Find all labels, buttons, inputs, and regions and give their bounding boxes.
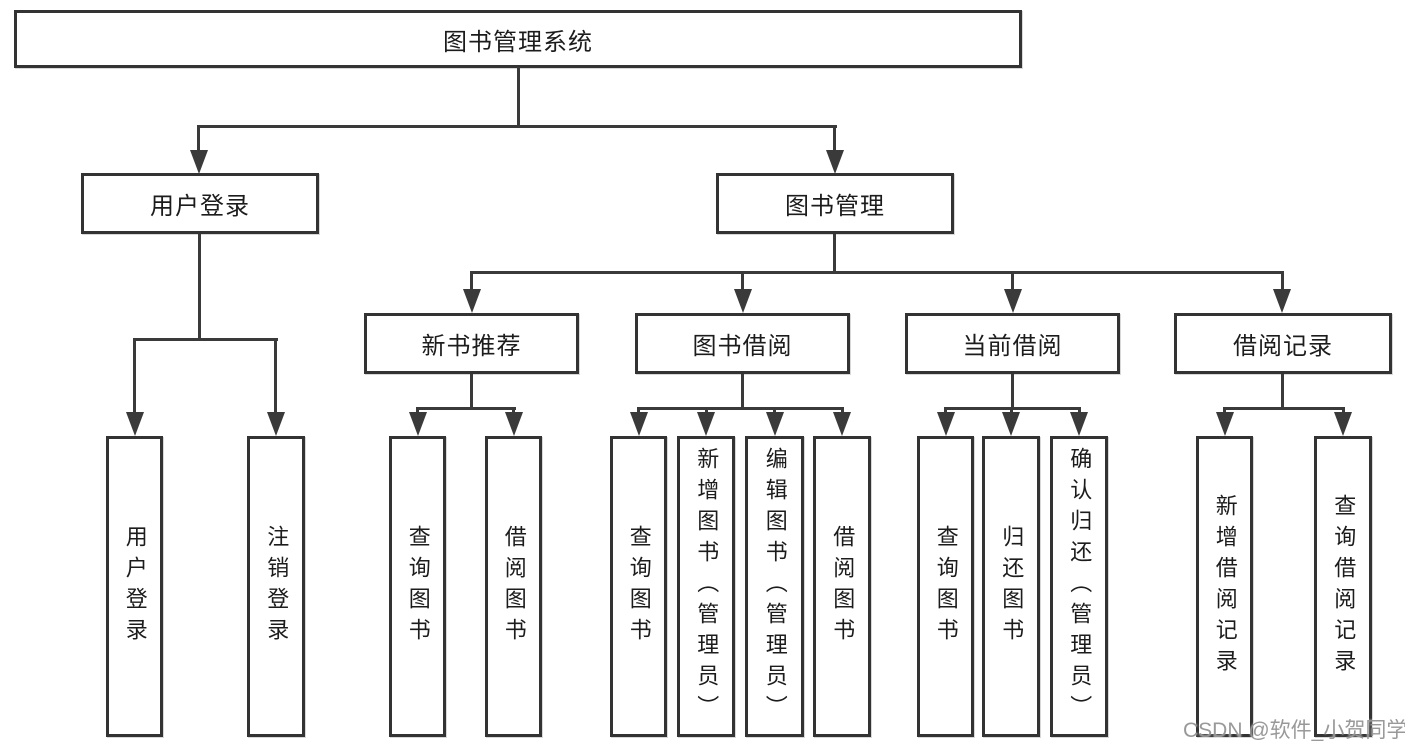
connector-line bbox=[741, 271, 744, 292]
leaf-label: 查询图书 bbox=[405, 524, 431, 649]
connector-line bbox=[833, 125, 836, 154]
connector-line bbox=[1011, 271, 1014, 292]
leaf-label: 编辑图书（管理员） bbox=[762, 447, 788, 726]
arrow-down-icon bbox=[1273, 289, 1291, 313]
connector-line bbox=[470, 374, 473, 410]
connector-line bbox=[1010, 407, 1013, 416]
node-new-book-recommend: 新书推荐 bbox=[364, 313, 579, 374]
leaf-label: 借阅图书 bbox=[501, 524, 527, 649]
connector-line bbox=[741, 374, 744, 410]
arrow-down-icon bbox=[937, 412, 955, 436]
arrow-down-icon bbox=[190, 150, 208, 174]
leaf-query-books-current: 查询图书 bbox=[917, 436, 974, 737]
leaf-query-books-borrowing: 查询图书 bbox=[610, 436, 667, 737]
leaf-query-books-recommend: 查询图书 bbox=[389, 436, 446, 737]
leaf-borrow-books-recommend: 借阅图书 bbox=[485, 436, 542, 737]
leaf-label: 归还图书 bbox=[999, 524, 1025, 649]
node-book-management: 图书管理 bbox=[716, 173, 954, 234]
arrow-down-icon bbox=[126, 412, 144, 436]
arrow-down-icon bbox=[697, 412, 715, 436]
arrow-down-icon bbox=[505, 412, 523, 436]
node-borrowing-records: 借阅记录 bbox=[1174, 313, 1392, 374]
arrow-down-icon bbox=[1334, 412, 1352, 436]
leaf-return-books: 归还图书 bbox=[982, 436, 1040, 737]
csdn-watermark: CSDN @软件_小贺同学 bbox=[1183, 719, 1405, 742]
leaf-label: 借阅图书 bbox=[830, 524, 856, 649]
arrow-down-icon bbox=[826, 150, 844, 174]
leaf-label: 查询图书 bbox=[626, 524, 652, 649]
connector-line bbox=[197, 125, 200, 154]
leaf-logout: 注销登录 bbox=[247, 436, 305, 737]
connector-line bbox=[470, 271, 473, 292]
connector-line bbox=[833, 234, 836, 274]
arrow-down-icon bbox=[409, 412, 427, 436]
arrow-down-icon bbox=[1002, 412, 1020, 436]
leaf-label: 查询借阅记录 bbox=[1331, 493, 1357, 680]
connector-line bbox=[416, 407, 419, 416]
connector-line bbox=[1011, 374, 1014, 410]
leaf-label: 用户登录 bbox=[122, 524, 148, 649]
connector-line bbox=[705, 407, 708, 416]
leaf-add-books-admin: 新增图书（管理员） bbox=[677, 436, 735, 737]
connector-line bbox=[1281, 374, 1284, 410]
arrow-down-icon bbox=[1216, 412, 1234, 436]
connector-line bbox=[637, 407, 640, 416]
connector-line bbox=[274, 338, 277, 415]
connector-line bbox=[1281, 271, 1284, 292]
connector-line bbox=[470, 271, 1284, 274]
leaf-label: 新增借阅记录 bbox=[1212, 493, 1238, 680]
connector-line bbox=[416, 407, 516, 410]
leaf-confirm-return-admin: 确认归还（管理员） bbox=[1050, 436, 1108, 737]
node-current-borrowing: 当前借阅 bbox=[905, 313, 1120, 374]
leaf-add-borrow-record: 新增借阅记录 bbox=[1196, 436, 1253, 737]
node-user-login: 用户登录 bbox=[81, 173, 319, 234]
leaf-label: 确认归还（管理员） bbox=[1067, 447, 1093, 726]
leaf-label: 查询图书 bbox=[933, 524, 959, 649]
connector-line bbox=[197, 125, 837, 128]
arrow-down-icon bbox=[267, 412, 285, 436]
arrow-down-icon bbox=[1004, 289, 1022, 313]
connector-line bbox=[773, 407, 776, 416]
leaf-label: 新增图书（管理员） bbox=[694, 447, 720, 726]
leaf-query-borrow-record: 查询借阅记录 bbox=[1314, 436, 1372, 737]
connector-line bbox=[841, 407, 844, 416]
arrow-down-icon bbox=[463, 289, 481, 313]
node-root-library-system: 图书管理系统 bbox=[14, 10, 1022, 68]
leaf-borrow-books-borrowing: 借阅图书 bbox=[813, 436, 871, 737]
connector-line bbox=[512, 407, 515, 416]
leaf-label: 注销登录 bbox=[264, 524, 290, 649]
arrow-down-icon bbox=[734, 289, 752, 313]
arrow-down-icon bbox=[766, 412, 784, 436]
connector-line bbox=[133, 338, 278, 341]
node-book-borrowing: 图书借阅 bbox=[635, 313, 850, 374]
connector-line bbox=[637, 407, 844, 410]
arrow-down-icon bbox=[630, 412, 648, 436]
connector-line bbox=[944, 407, 947, 416]
connector-line bbox=[1223, 407, 1226, 416]
connector-line bbox=[1078, 407, 1081, 416]
connector-line bbox=[517, 67, 520, 128]
arrow-down-icon bbox=[1070, 412, 1088, 436]
connector-line bbox=[198, 234, 201, 341]
connector-line bbox=[133, 338, 136, 415]
connector-line bbox=[1342, 407, 1345, 416]
arrow-down-icon bbox=[833, 412, 851, 436]
leaf-user-login: 用户登录 bbox=[106, 436, 163, 737]
connector-line bbox=[1223, 407, 1345, 410]
leaf-edit-books-admin: 编辑图书（管理员） bbox=[745, 436, 804, 737]
